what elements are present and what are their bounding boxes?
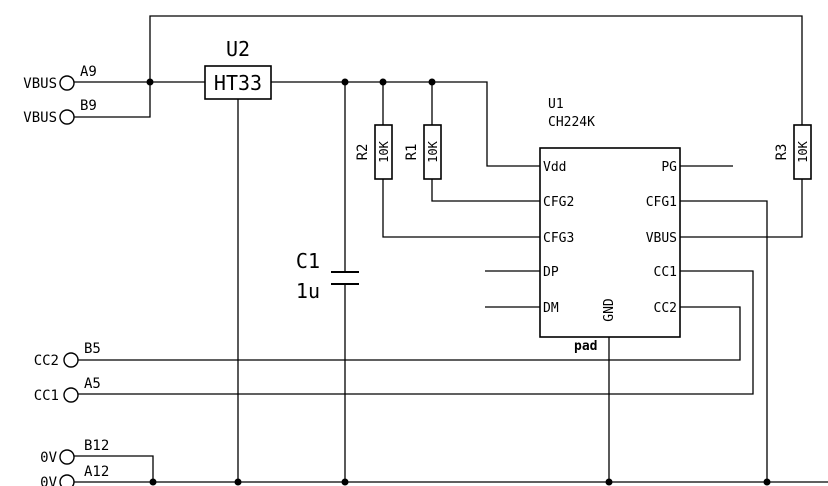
u1-pin-label: CFG1: [646, 195, 677, 210]
pin-number-label: B12: [84, 438, 109, 454]
u1-pin-label: CC2: [654, 301, 677, 316]
pin-number-label: B5: [84, 341, 101, 357]
r3-ref-label: R3: [774, 144, 790, 161]
pin-net-label: 0V: [40, 475, 57, 486]
r2-value-label: 10K: [377, 140, 391, 162]
r2-body: [374, 124, 393, 180]
u1-body: [539, 147, 681, 338]
u1-pin-label: Vdd: [543, 160, 566, 175]
r2-ref-label: R2: [355, 144, 371, 161]
connector-pin-cc2-b5: CC2 B5: [34, 341, 101, 369]
pin-circle-icon: [59, 75, 75, 91]
u2-body: [204, 65, 272, 100]
u1-pin-label: CFG2: [543, 195, 574, 210]
pin-number-label: A5: [84, 376, 101, 392]
wires: [74, 15, 828, 483]
wire-vbus-b9: [74, 82, 151, 118]
u1-pin-label: DP: [543, 265, 559, 280]
c1-ref-label: C1: [296, 249, 320, 273]
junctions: [146, 78, 771, 486]
wire-cfg2: [431, 179, 540, 202]
wire-cfg1: [680, 200, 768, 482]
pin-net-label: CC2: [34, 353, 59, 369]
u1-pad-label: pad: [574, 339, 597, 354]
u1-pin-label: PG: [661, 160, 677, 175]
pin-circle-icon: [59, 109, 75, 125]
connector-pin-0v-a12: 0V A12: [40, 464, 109, 486]
pin-net-label: VBUS: [23, 76, 57, 92]
wire-vbus-top: [149, 15, 803, 125]
resistor-r3: 10K R3: [774, 124, 812, 180]
resistor-r2: 10K R2: [355, 124, 393, 180]
junction-dot: [605, 478, 613, 486]
junction-dot: [379, 78, 387, 86]
resistor-r1: 10K R1: [404, 124, 442, 180]
pin-circle-icon: [63, 352, 79, 368]
capacitor-c1: C1 1u: [296, 249, 359, 303]
wire-vdd: [271, 81, 540, 167]
r3-body: [793, 124, 812, 180]
junction-dot: [149, 478, 157, 486]
pin-circle-icon: [59, 449, 75, 465]
u1-pin-label: CC1: [654, 265, 677, 280]
u2-ref-label: U2: [226, 37, 250, 61]
pin-net-label: 0V: [40, 450, 57, 466]
wire-cc2: [78, 306, 741, 361]
connector-pin-0v-b12: 0V B12: [40, 438, 109, 466]
u2-part-label: HT33: [214, 71, 262, 95]
pin-net-label: CC1: [34, 388, 59, 404]
u1-part-label: CH224K: [548, 115, 595, 130]
pin-circle-icon: [63, 387, 79, 403]
connector-pin-cc1-a5: CC1 A5: [34, 376, 101, 404]
connector-pin-vbus-a9: VBUS A9: [23, 64, 97, 92]
regulator-u2: HT33 U2: [204, 37, 272, 100]
u1-pin-label: VBUS: [646, 231, 677, 246]
wire-cc1: [78, 270, 754, 395]
u1-pin-label: CFG3: [543, 231, 574, 246]
c1-value-label: 1u: [296, 279, 320, 303]
u1-gnd-pin-label: GND: [602, 298, 617, 322]
r1-body: [423, 124, 442, 180]
wire-gnd-b12: [74, 455, 154, 482]
u1-pin-label: DM: [543, 301, 559, 316]
junction-dot: [146, 78, 154, 86]
pin-number-label: B9: [80, 98, 97, 114]
pin-number-label: A9: [80, 64, 97, 80]
r1-value-label: 10K: [426, 140, 440, 162]
r1-ref-label: R1: [404, 144, 420, 161]
u1-ref-label: U1: [548, 97, 564, 112]
pin-circle-icon: [59, 474, 75, 486]
junction-dot: [428, 78, 436, 86]
wire-cfg3: [382, 179, 540, 238]
junction-dot: [763, 478, 771, 486]
pin-number-label: A12: [84, 464, 109, 480]
wire-vbus-r3: [680, 179, 803, 238]
ic-u1: U1 CH224K Vdd CFG2 CFG3 DP DM PG CFG1 VB…: [539, 97, 681, 354]
junction-dot: [341, 478, 349, 486]
junction-dot: [234, 478, 242, 486]
r3-value-label: 10K: [796, 140, 810, 162]
connector-pin-vbus-b9: VBUS B9: [23, 98, 97, 126]
junction-dot: [341, 78, 349, 86]
pin-net-label: VBUS: [23, 110, 57, 126]
